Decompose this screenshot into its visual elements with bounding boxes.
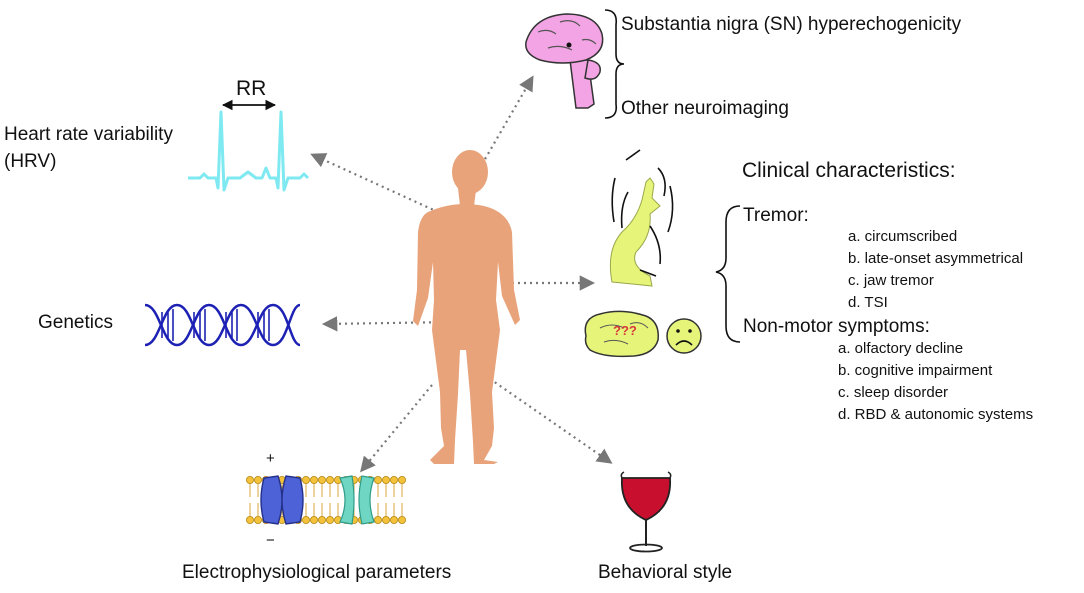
- arrow-to-genetics: [321, 316, 456, 332]
- nonmotor-item-b: b. cognitive impairment: [838, 362, 993, 379]
- arrow-to-electro: [360, 384, 433, 473]
- dna-icon: [144, 303, 301, 347]
- tremor-item-b: b. late-onset asymmetrical: [848, 250, 1024, 267]
- tremor-item-a: a. circumscribed: [848, 228, 958, 245]
- lipid-head: [301, 516, 310, 525]
- lipid-head: [301, 475, 310, 484]
- lipid-head: [389, 475, 398, 484]
- lipid-head: [397, 475, 406, 484]
- lipid-head: [317, 516, 326, 525]
- lipid-head: [381, 516, 390, 525]
- lipid-head: [389, 516, 398, 525]
- arrows: [310, 75, 613, 473]
- brace-neuroimaging: [604, 9, 625, 119]
- tremor-item-c: c. jaw tremor: [848, 272, 934, 289]
- brain-icon: [525, 13, 604, 109]
- brace-clinical: [715, 205, 741, 343]
- lipid-head: [373, 516, 382, 525]
- tremor-item-d: d. TSI: [848, 294, 888, 311]
- human-body-icon: [413, 150, 520, 464]
- nonmotor-heading: Non-motor symptoms:: [743, 316, 930, 337]
- nonmotor-item-c: c. sleep disorder: [838, 384, 949, 401]
- behavioral-label: Behavioral style: [598, 562, 733, 583]
- lipid-head: [325, 516, 334, 525]
- hrv-label-line2: (HRV): [4, 151, 57, 172]
- lipid-head: [317, 475, 326, 484]
- ecg-icon: [188, 110, 310, 192]
- arrow-to-brain: [469, 75, 534, 186]
- lipid-head: [397, 516, 406, 525]
- lipid-head: [381, 475, 390, 484]
- nonmotor-item-a: a. olfactory decline: [838, 340, 964, 357]
- wine-glass-icon: [620, 471, 672, 553]
- other-neuro-label: Other neuroimaging: [621, 98, 789, 119]
- minus-sign: −: [266, 532, 275, 549]
- lipid-head: [253, 516, 262, 525]
- lipid-head: [245, 516, 254, 525]
- lipid-head: [309, 475, 318, 484]
- lipid-head: [253, 475, 262, 484]
- rr-label: RR: [236, 77, 267, 100]
- genetics-label: Genetics: [38, 312, 113, 333]
- lipid-head: [325, 475, 334, 484]
- lipid-head: [373, 475, 382, 484]
- plus-sign: +: [266, 450, 275, 467]
- clinical-title: Clinical characteristics:: [742, 159, 956, 182]
- confused-brain-icon: [584, 310, 659, 358]
- arrow-to-behavior: [479, 371, 613, 464]
- membrane-icon: [245, 475, 406, 525]
- electro-label: Electrophysiological parameters: [182, 562, 452, 583]
- question-marks: ???: [613, 323, 637, 338]
- hrv-label-line1: Heart rate variability: [4, 124, 173, 145]
- lipid-head: [309, 516, 318, 525]
- sn-label: Substantia nigra (SN) hyperechogenicity: [621, 14, 962, 35]
- tremor-heading: Tremor:: [743, 205, 809, 226]
- nonmotor-item-d: d. RBD & autonomic systems: [838, 406, 1034, 423]
- tremor-arm-icon: [609, 149, 674, 287]
- sad-face-icon: [666, 318, 702, 354]
- lipid-head: [245, 475, 254, 484]
